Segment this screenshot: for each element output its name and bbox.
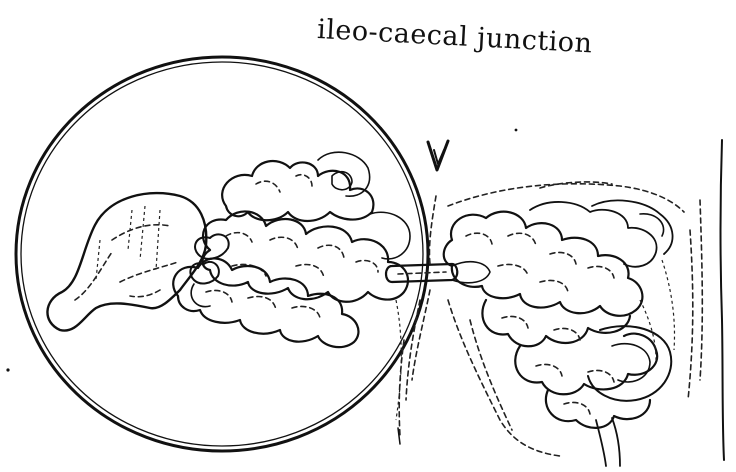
small-intestine-loops-magnified [173,152,410,347]
stray-marks [6,129,517,444]
caecum-sac [47,193,206,330]
abdominal-cavity-right [444,140,724,466]
ileum-tube [386,262,490,283]
junction-pointer-arrow [428,141,448,170]
